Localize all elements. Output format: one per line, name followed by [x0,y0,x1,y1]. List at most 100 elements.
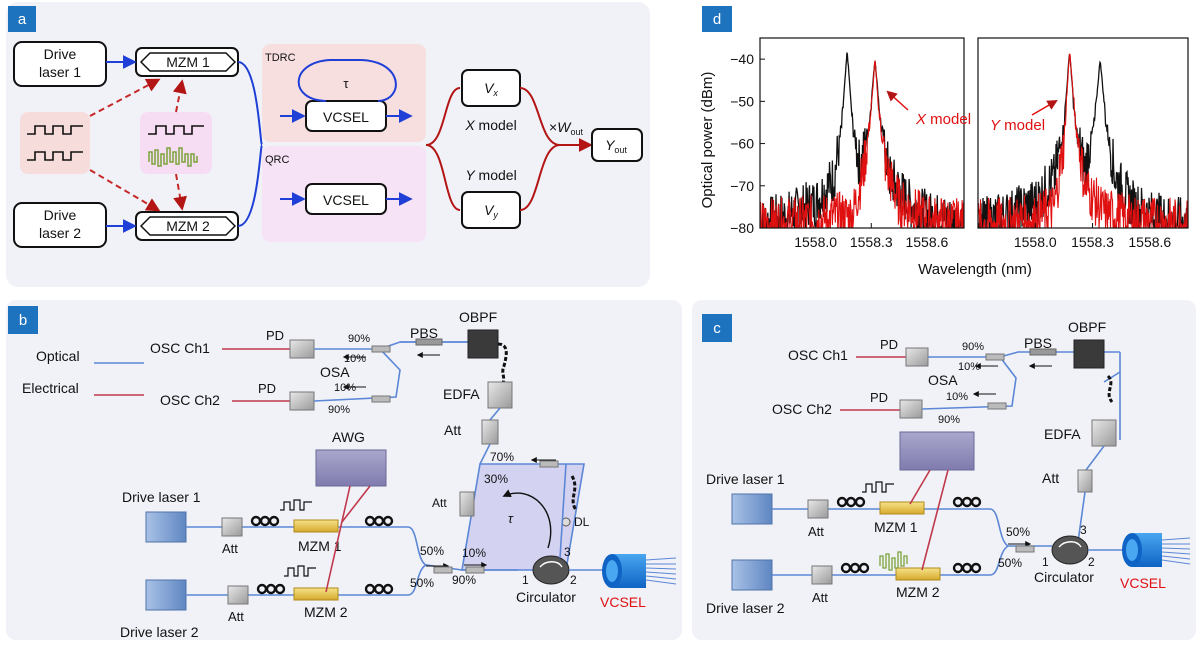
c-p50-top: 50% [1006,525,1030,539]
y-tick-label: −80 [730,220,754,236]
c-fiber-coil [1106,374,1114,403]
c-fiber-edfa-att [1085,445,1105,471]
b-cavity-tau: τ [508,511,514,526]
b-p90-cavity: 90% [452,573,476,587]
c-laser1 [731,493,773,525]
panel-b-tag [8,306,38,334]
b-mzm1-label: MZM 1 [298,538,342,554]
b-osc2-label: OSC Ch2 [160,392,220,408]
optical-merge-path [237,61,263,227]
random-signal-icon [148,147,198,167]
binary-signal-3-icon [148,125,204,135]
b-att1 [221,517,243,537]
c-circulator-arrow [1058,541,1082,548]
panel-a-tag-label: a [18,11,27,28]
b-laser2 [145,579,187,611]
panel-d-tag [702,6,732,32]
b-att-upper [481,419,499,445]
b-fiber-coils [250,515,394,595]
b-att-cavity [459,491,475,517]
c-awg-wire-1 [909,469,931,505]
electrical-merge-path [519,87,561,211]
x-tick-label: 1558.0 [794,234,837,250]
c-p10-top: 10% [958,361,980,373]
b-p10-top: 10% [344,353,366,365]
x-tick-label: 1558.6 [1128,234,1171,250]
b-mzm1 [293,519,339,533]
b-coupler1 [371,345,391,353]
b-pbs-label: PBS [410,325,438,341]
b-p70: 70% [490,450,514,464]
x-tick-label: 1558.3 [850,234,893,250]
c-port2: 2 [1088,555,1095,569]
b-signal2-icon [284,565,316,577]
spectrum-series-1 [760,52,964,228]
b-att-cavity-label: Att [432,496,447,510]
b-p50-top: 50% [420,544,444,558]
c-osc1-label: OSC Ch1 [788,347,848,363]
legend-electrical-label: Electrical [22,380,79,396]
c-obpf [1073,339,1105,369]
c-laser2 [731,559,773,591]
binary-signal-1-icon [27,125,83,135]
c-pbs-label: PBS [1024,335,1052,351]
c-osc2-label: OSC Ch2 [772,401,832,417]
c-combiner [989,508,1052,576]
yout-box [591,128,643,162]
b-laser1-label: Drive laser 1 [122,489,201,505]
drive-laser-2-line2: laser 2 [39,225,81,241]
b-edfa [487,381,513,409]
spectrum-series-2 [978,53,1188,228]
dash-arrow-1 [89,78,161,117]
b-obpf-label: OBPF [459,309,497,325]
b-att2 [227,585,249,605]
plot-frame [759,37,965,229]
b-awg-wire-1 [341,485,371,523]
c-detection-fibers [921,351,1121,440]
b-circulator-arrow [539,561,563,568]
panel-b: b Optical Electrical OSC Ch1 OSC Ch2 PD … [6,300,682,640]
c-vcsel-pins [1161,537,1191,565]
c-fiber-coils [836,496,982,574]
c-att2-label: Att [812,590,828,605]
c-laser2-label: Drive laser 2 [706,600,785,616]
x-axis-title: Wavelength (nm) [918,261,1032,278]
b-port2: 2 [570,573,577,587]
b-dl-label: DL [574,515,590,529]
qrc-label: QRC [265,154,290,166]
dash-arrow-2 [89,169,161,212]
c-laser1-label: Drive laser 1 [706,471,785,487]
c-att1 [807,499,829,519]
dash-arrow-3 [172,79,187,113]
c-att-upper-label: Att [1042,470,1059,486]
b-circulator-label: Circulator [516,589,576,605]
b-pd1-label: PD [266,328,284,343]
c-awg-wire-2 [921,469,949,571]
panel-d-tag-label: d [713,11,721,28]
y-tick-label: −50 [730,93,754,109]
b-mzm2 [293,587,339,601]
c-p90-top: 90% [962,341,984,353]
c-pd1 [905,347,929,367]
c-circulator-label: Circulator [1034,569,1094,585]
b-p90-top: 90% [348,333,370,345]
mzm1-label: MZM 1 [166,54,210,70]
b-port3: 3 [564,545,571,559]
tdrc-vcsel-label: VCSEL [323,109,369,125]
dash-arrow-4 [173,173,187,211]
panel-c-tag-label: c [713,320,721,337]
c-edfa-label: EDFA [1044,426,1081,442]
panel-a: a Drive laser 1 Drive laser 2 MZM 1 MZM … [6,2,650,287]
y-tick-label: −40 [730,51,754,67]
b-pd2-label: PD [258,381,276,396]
mzm2-label: MZM 2 [166,218,210,234]
drive-laser-1-box [13,41,107,87]
c-random-signal-icon [879,551,908,571]
b-pd2 [289,391,315,411]
y-model-pointer [1031,99,1058,116]
c-att1-label: Att [808,524,824,539]
b-laser1 [145,511,187,543]
panel-c: c OSC Ch1 OSC Ch2 PD PD 90% 10% 10% 90% … [692,300,1196,640]
